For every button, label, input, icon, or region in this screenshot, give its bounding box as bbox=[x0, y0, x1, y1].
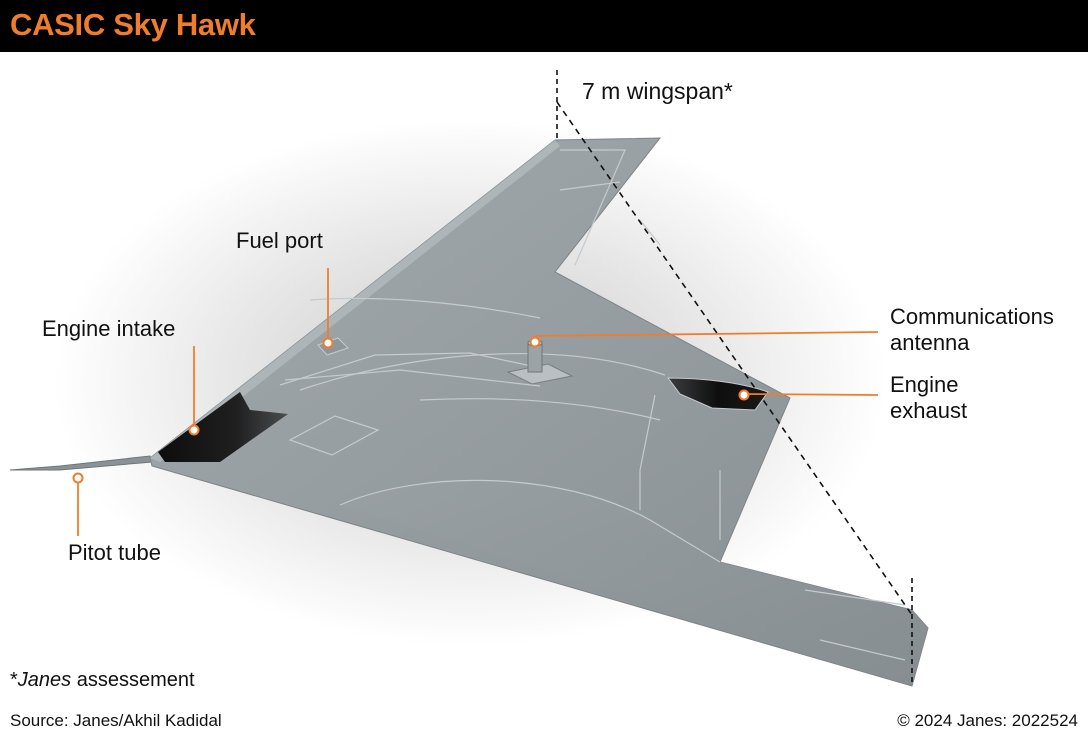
access-panel bbox=[288, 415, 380, 456]
pitot-tube-shape bbox=[9, 455, 153, 471]
engine-intake-dot bbox=[188, 424, 200, 436]
wingspan-dimension bbox=[556, 70, 913, 686]
antenna-dot bbox=[529, 336, 541, 348]
copyright-credit: © 2024 Janes: 2022524 bbox=[897, 711, 1078, 730]
fuel-port-label: Fuel port bbox=[236, 228, 323, 253]
lower-wing-shading bbox=[340, 480, 928, 686]
comms-label-line2: antenna bbox=[890, 330, 970, 355]
exhaust-label-line1: Engine bbox=[890, 372, 959, 397]
callout-dots bbox=[72, 336, 750, 484]
comms-label-line1: Communications bbox=[890, 304, 1054, 329]
pitot-tube-dot bbox=[72, 472, 84, 484]
leading-edge-highlight bbox=[150, 140, 560, 462]
callout-lines bbox=[77, 268, 879, 536]
engine-exhaust-shape bbox=[666, 377, 769, 411]
wingspan-label: 7 m wingspan* bbox=[582, 78, 733, 104]
title-bar: CASIC Sky Hawk bbox=[0, 0, 1088, 52]
panel-lines bbox=[279, 149, 906, 661]
communications-antenna-label: Communications antenna bbox=[890, 304, 1054, 356]
assessment-footnote: *Janes assessement bbox=[10, 669, 195, 691]
fuel-port-dot bbox=[322, 337, 334, 349]
source-credit: Source: Janes/Akhil Kadidal bbox=[10, 711, 222, 730]
page-title: CASIC Sky Hawk bbox=[10, 7, 256, 42]
engine-exhaust-label: Engine exhaust bbox=[890, 372, 967, 424]
exhaust-label-line2: exhaust bbox=[890, 398, 968, 423]
engine-intake-label: Engine intake bbox=[42, 316, 176, 341]
pitot-tube-label: Pitot tube bbox=[68, 540, 161, 565]
engine-exhaust-dot bbox=[738, 389, 750, 401]
engine-intake-shape bbox=[158, 392, 288, 462]
footnote-janes: Janes bbox=[17, 669, 72, 691]
